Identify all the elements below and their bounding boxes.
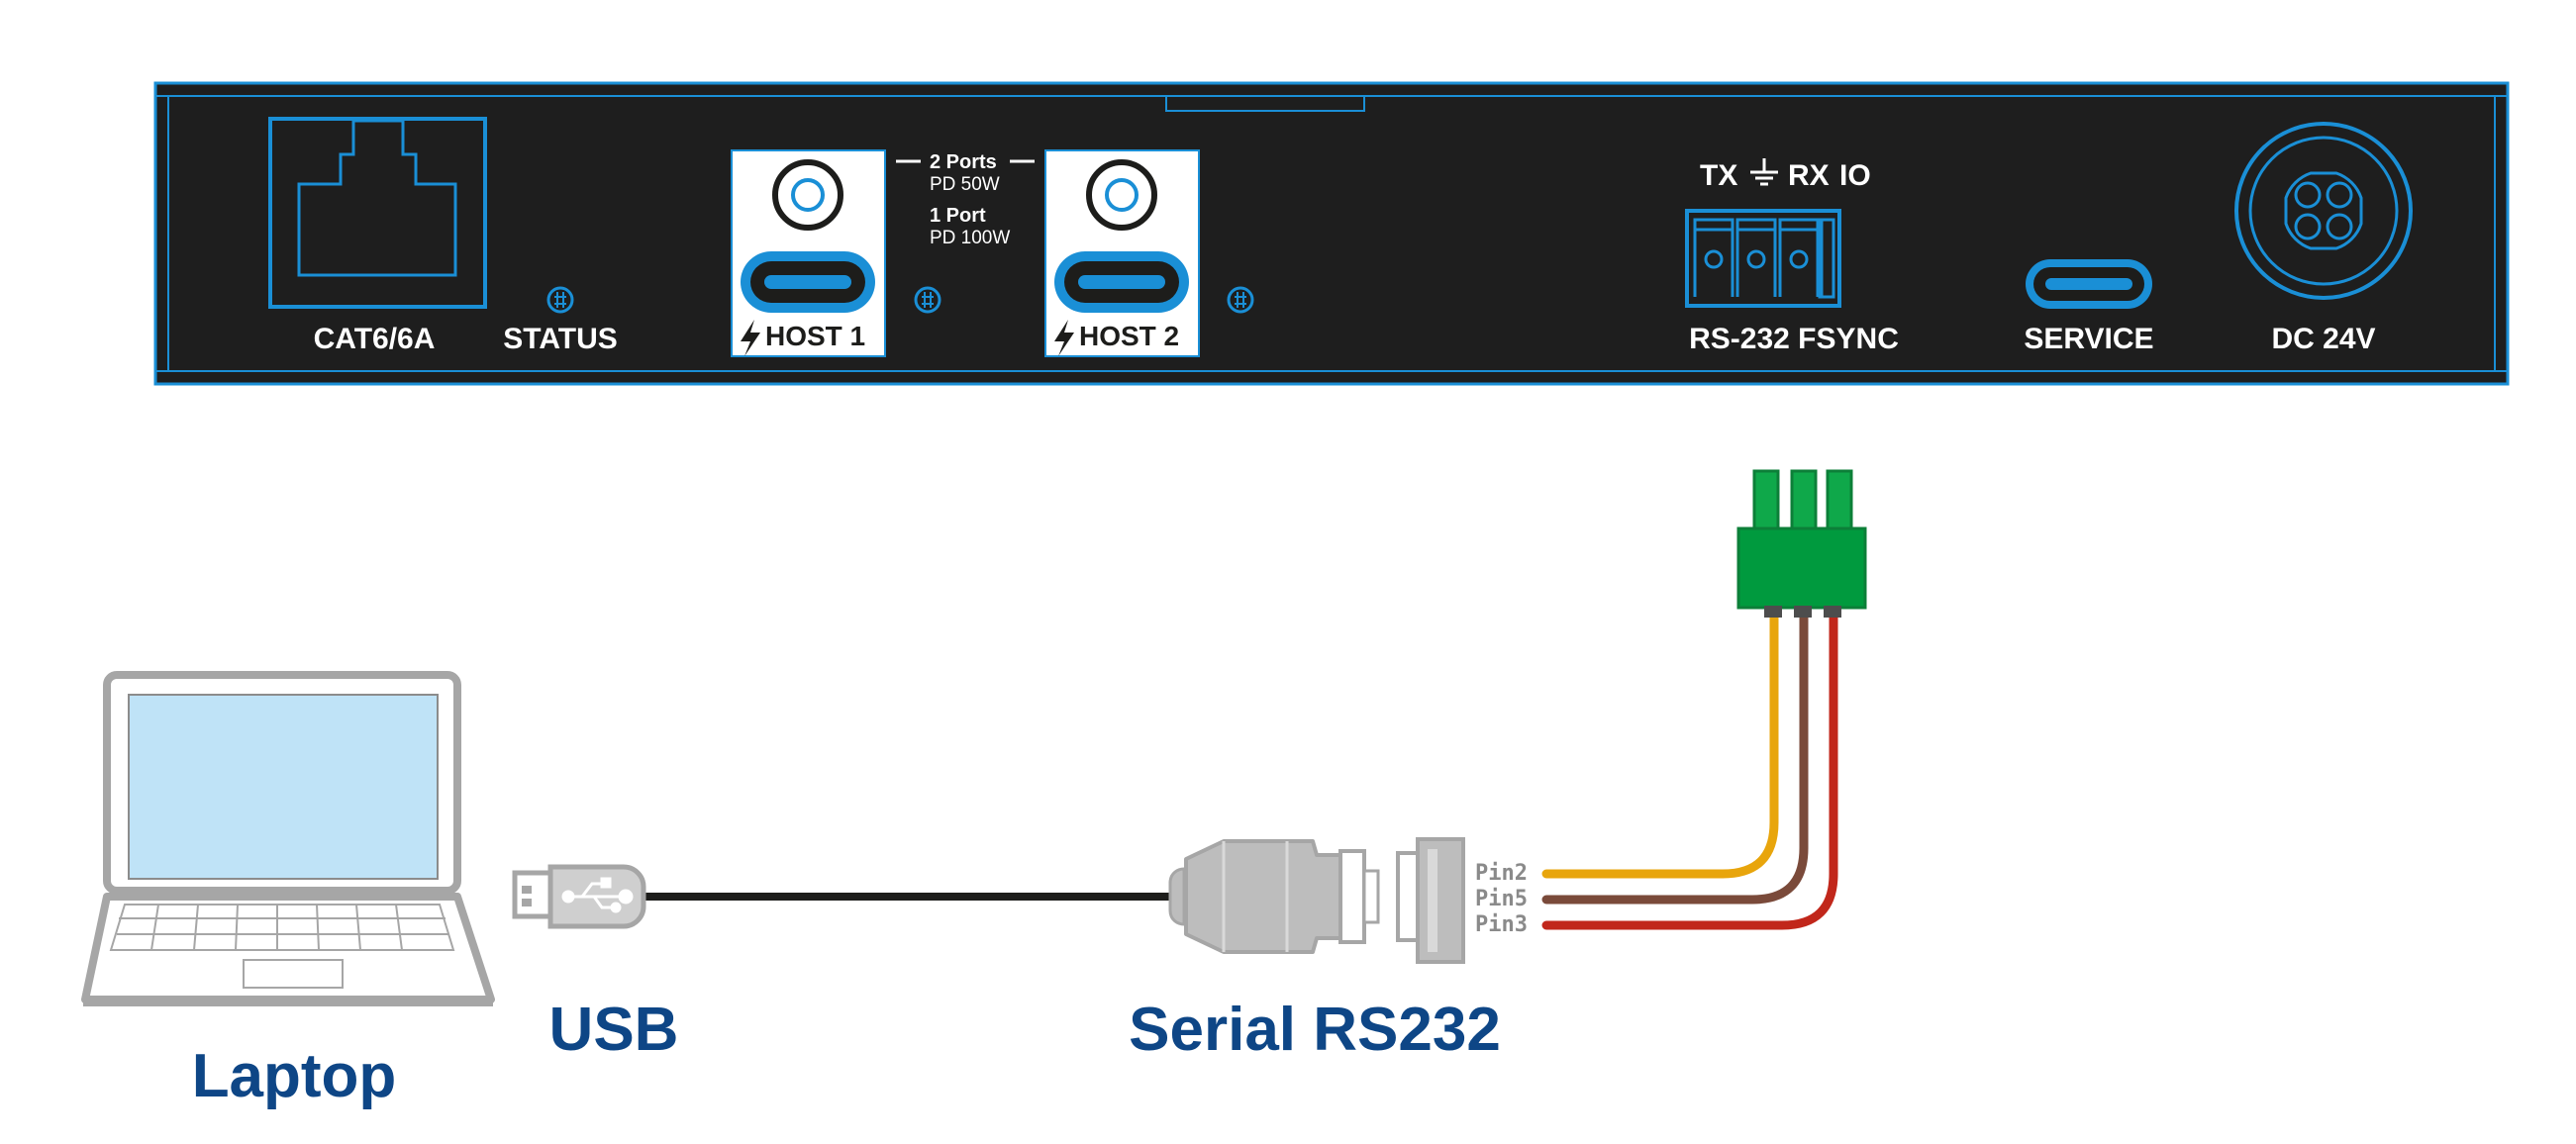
terminal-legend: TX RX IO	[1700, 158, 1871, 192]
pin-label: Pin5	[1475, 887, 1528, 911]
pd-note: 2 Ports PD 50W 1 Port PD 100W	[896, 151, 1035, 248]
host1-label: HOST 1	[765, 321, 865, 351]
pin-label: Pin3	[1475, 912, 1528, 937]
rj45-icon	[297, 119, 457, 277]
usb-caption: USB	[549, 996, 679, 1064]
usb-c-icon[interactable]	[2026, 259, 2152, 309]
laptop-caption: Laptop	[192, 1042, 397, 1110]
dc-label: DC 24V	[2271, 323, 2375, 355]
panel-outline-outer	[153, 81, 2510, 386]
svg-text:TX: TX	[1700, 159, 1737, 192]
wire-pin5	[1541, 609, 1809, 905]
pin-label: Pin2	[1475, 861, 1528, 886]
svg-text:RX: RX	[1788, 159, 1830, 192]
terminal-block-icon[interactable]	[1685, 209, 1841, 308]
led-icon	[914, 286, 941, 314]
serial-adapter-icon	[1168, 837, 1465, 964]
host1-port[interactable]: HOST 1	[731, 149, 886, 357]
panel-body	[155, 83, 2508, 384]
panel-top-notch	[1165, 96, 1365, 112]
status-label: STATUS	[503, 323, 618, 355]
wire-pin2	[1541, 609, 1779, 879]
serial-caption: Serial RS232	[1129, 996, 1501, 1064]
terminal-plug-icon	[1736, 469, 1867, 618]
svg-text:1 Port: 1 Port	[930, 205, 986, 227]
panel-outline-inner	[167, 95, 2496, 372]
lightning-icon	[1054, 320, 1074, 356]
dc-power-icon[interactable]	[2234, 122, 2413, 300]
usb-c-icon	[741, 251, 875, 313]
svg-text:PD 50W: PD 50W	[930, 174, 1000, 195]
svg-text:IO: IO	[1839, 159, 1871, 192]
service-label: SERVICE	[2024, 323, 2153, 355]
pin-labels: Pin2 Pin5 Pin3	[1475, 861, 1528, 937]
panel-corners	[155, 95, 2508, 372]
ground-icon	[1750, 158, 1778, 186]
usb-symbol-icon	[561, 877, 634, 913]
rs232-label: RS-232 FSYNC	[1689, 323, 1899, 355]
wires	[1541, 609, 1838, 930]
host2-port[interactable]: HOST 2	[1044, 149, 1200, 357]
rear-panel: CAT6/6A STATUS HOST 1	[153, 81, 2510, 386]
svg-text:PD 100W: PD 100W	[930, 228, 1010, 248]
led-icon	[1227, 286, 1254, 314]
laptop-icon	[81, 671, 495, 1006]
cat-port-label: CAT6/6A	[314, 323, 436, 355]
svg-text:2 Ports: 2 Ports	[930, 151, 997, 173]
cat-port[interactable]	[268, 117, 487, 309]
host2-label: HOST 2	[1079, 321, 1179, 351]
led-icon	[546, 286, 574, 314]
usb-c-icon	[1054, 251, 1189, 313]
usb-plug-icon	[512, 864, 646, 929]
wire-pin3	[1541, 609, 1838, 930]
lightning-icon	[741, 320, 760, 356]
